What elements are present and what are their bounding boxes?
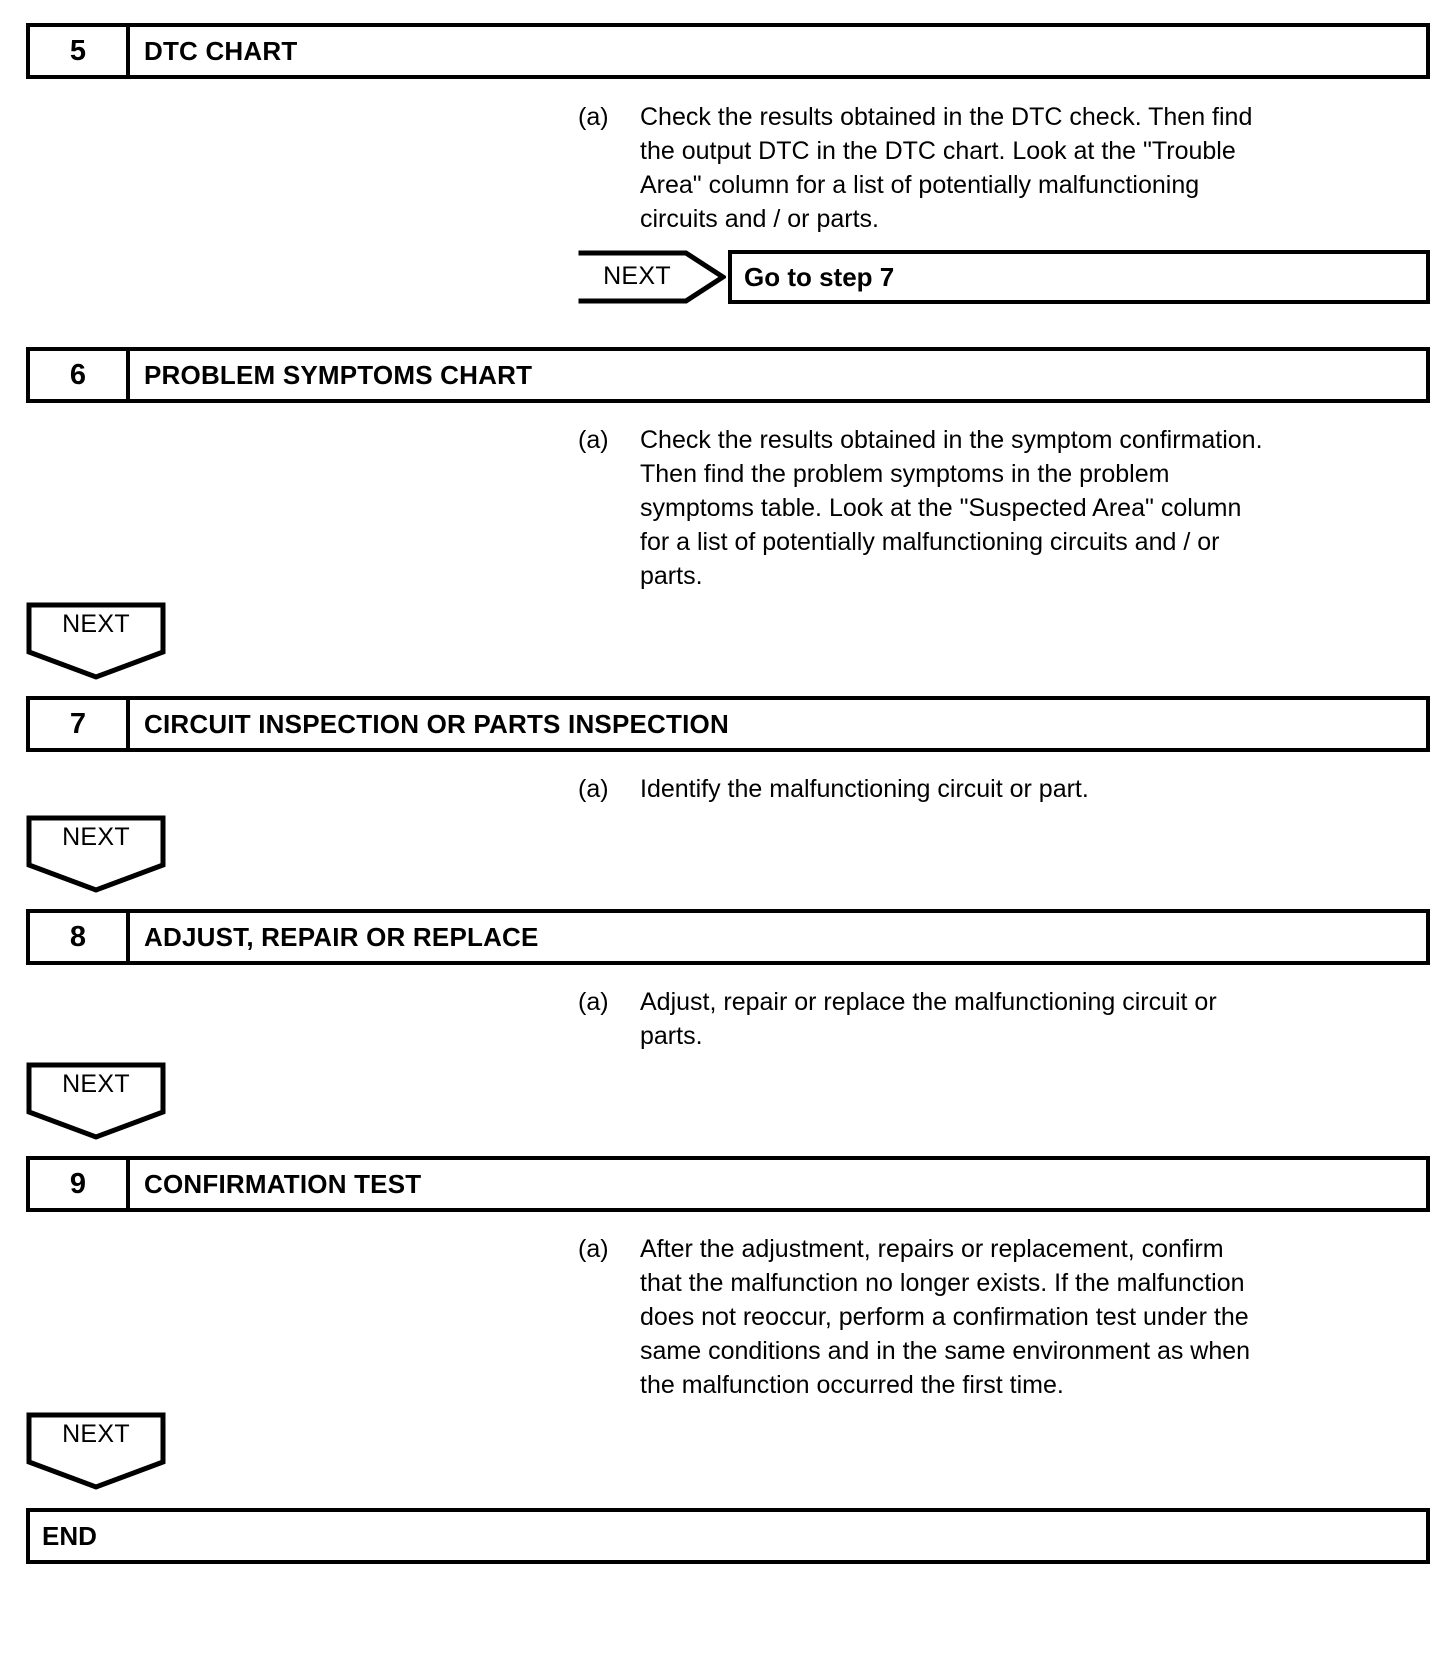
- step-header-6: 6 PROBLEM SYMPTOMS CHART: [26, 347, 1430, 403]
- instruction-marker-7: (a): [578, 775, 609, 803]
- step-title-9: CONFIRMATION TEST: [144, 1168, 422, 1199]
- next-arrow-down-label-6: NEXT: [62, 610, 130, 638]
- step-title-7: CIRCUIT INSPECTION OR PARTS INSPECTION: [144, 708, 729, 739]
- next-arrow-right-label: NEXT: [603, 262, 671, 290]
- instruction-marker-6: (a): [578, 426, 609, 454]
- step-number-5: 5: [30, 27, 130, 75]
- step-title-5: DTC CHART: [144, 35, 298, 66]
- branch-target-box: Go to step 7: [728, 250, 1430, 304]
- step-number-7: 7: [30, 700, 130, 748]
- next-arrow-down-7: NEXT: [26, 815, 166, 893]
- instruction-marker-5: (a): [578, 103, 609, 131]
- step-instruction-5: (a) Check the results obtained in the DT…: [578, 100, 1368, 236]
- next-arrow-down-shape: [26, 1062, 166, 1140]
- end-label: END: [42, 1520, 97, 1551]
- next-arrow-down-shape: [26, 1412, 166, 1490]
- step-header-9: 9 CONFIRMATION TEST: [26, 1156, 1430, 1212]
- next-arrow-down-shape: [26, 815, 166, 893]
- step-instruction-8: (a) Adjust, repair or replace the malfun…: [578, 985, 1368, 1053]
- instruction-text-9: After the adjustment, repairs or replace…: [640, 1235, 1251, 1399]
- step-number-9: 9: [30, 1160, 130, 1208]
- next-arrow-right-shape: [578, 250, 726, 304]
- step-header-8: 8 ADJUST, REPAIR OR REPLACE: [26, 909, 1430, 965]
- instruction-text-8: Adjust, repair or replace the malfunctio…: [640, 988, 1217, 1050]
- next-arrow-down-label-7: NEXT: [62, 823, 130, 851]
- instruction-marker-8: (a): [578, 988, 609, 1016]
- step-header-7: 7 CIRCUIT INSPECTION OR PARTS INSPECTION: [26, 696, 1430, 752]
- next-arrow-down-label-9: NEXT: [62, 1420, 130, 1448]
- step-title-8: ADJUST, REPAIR OR REPLACE: [144, 921, 539, 952]
- step-instruction-7: (a) Identify the malfunctioning circuit …: [578, 772, 1368, 806]
- next-arrow-down-9: NEXT: [26, 1412, 166, 1490]
- instruction-text-5: Check the results obtained in the DTC ch…: [640, 103, 1253, 233]
- end-box: END: [26, 1508, 1430, 1564]
- next-arrow-down-6: NEXT: [26, 602, 166, 680]
- next-arrow-down-shape: [26, 602, 166, 680]
- instruction-text-6: Check the results obtained in the sympto…: [640, 426, 1263, 590]
- step-header-5: 5 DTC CHART: [26, 23, 1430, 79]
- instruction-text-7: Identify the malfunctioning circuit or p…: [640, 775, 1089, 803]
- instruction-marker-9: (a): [578, 1235, 609, 1263]
- step-instruction-6: (a) Check the results obtained in the sy…: [578, 423, 1368, 593]
- step-title-6: PROBLEM SYMPTOMS CHART: [144, 359, 533, 390]
- step-number-6: 6: [30, 351, 130, 399]
- branch-target-label: Go to step 7: [744, 261, 895, 292]
- next-arrow-right-branch: NEXT: [578, 250, 726, 304]
- next-arrow-down-label-8: NEXT: [62, 1070, 130, 1098]
- next-arrow-down-8: NEXT: [26, 1062, 166, 1140]
- step-instruction-9: (a) After the adjustment, repairs or rep…: [578, 1232, 1368, 1402]
- step-number-8: 8: [30, 913, 130, 961]
